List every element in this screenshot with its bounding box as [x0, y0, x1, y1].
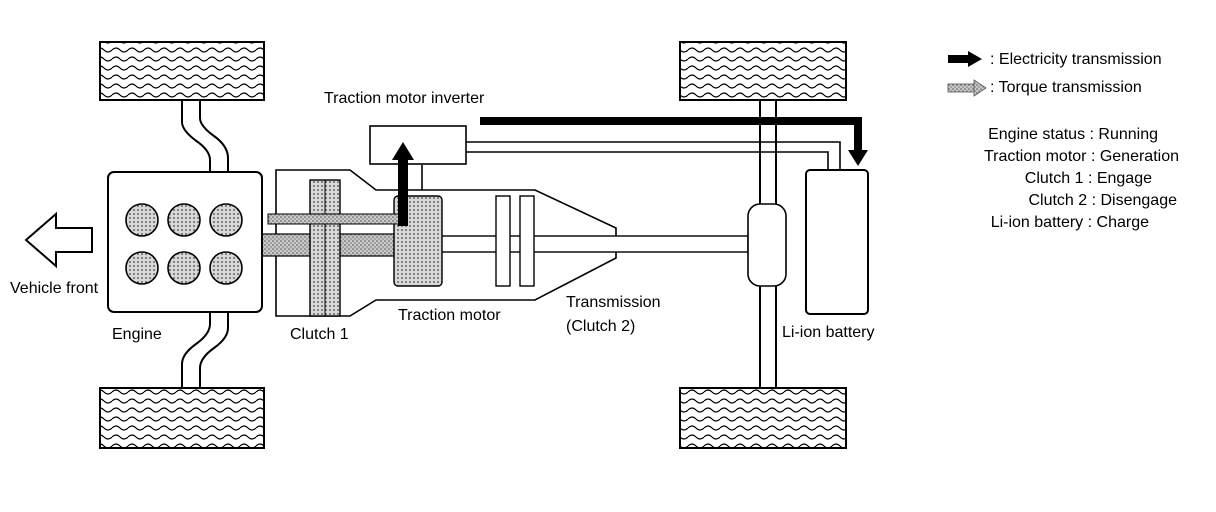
label-transmission: Transmission [566, 294, 661, 311]
legend-torque [947, 79, 987, 97]
vehicle-front-arrow-icon [24, 211, 93, 269]
front-axle-upper [181, 100, 211, 172]
li-ion-battery [805, 169, 869, 315]
label-transmission-sub: (Clutch 2) [566, 318, 635, 335]
tire-front-bottom [99, 387, 265, 449]
torque-path [267, 213, 403, 225]
status-traction-motor: Traction motor : Generation [984, 148, 1179, 165]
status-battery: Li-ion battery : Charge [991, 214, 1149, 231]
inverter-wire-1 [466, 141, 841, 170]
inverter-wire-2 [466, 151, 829, 170]
status-clutch-1: Clutch 1 : Engage [1025, 170, 1152, 187]
electricity-arrow-inverter-to-battery [480, 117, 868, 166]
tire-front-top [99, 41, 265, 101]
label-li-ion-battery: Li-ion battery [782, 324, 875, 341]
label-clutch-1: Clutch 1 [290, 326, 349, 343]
status-list: Engine status : Running Traction motor :… [984, 126, 1179, 231]
electricity-arrow-motor-to-inverter [392, 142, 414, 226]
rear-differential [747, 203, 787, 287]
label-vehicle-front: Vehicle front [10, 280, 99, 297]
front-axle-lower [181, 312, 211, 388]
status-clutch-2: Clutch 2 : Disengage [1028, 192, 1177, 209]
front-axle-lower-2 [199, 312, 229, 388]
front-axle-upper-2 [199, 100, 229, 172]
clutch-2-plate-1 [495, 195, 511, 287]
tire-rear-top [679, 41, 847, 101]
legend-torque-label: : Torque transmission [990, 79, 1142, 96]
drive-shaft-rear [439, 235, 749, 253]
label-traction-motor-inverter: Traction motor inverter [324, 90, 485, 107]
traction-motor-inverter [369, 125, 467, 165]
label-engine: Engine [112, 326, 162, 343]
legend-electricity [948, 51, 982, 67]
legend-electricity-label: : Electricity transmission [990, 51, 1162, 68]
status-engine: Engine status : Running [988, 126, 1158, 143]
engine-cylinders [125, 203, 243, 285]
clutch-2-plate-2 [519, 195, 535, 287]
tire-rear-bottom [679, 387, 847, 449]
engine-block [107, 171, 263, 313]
label-traction-motor: Traction motor [398, 307, 501, 324]
